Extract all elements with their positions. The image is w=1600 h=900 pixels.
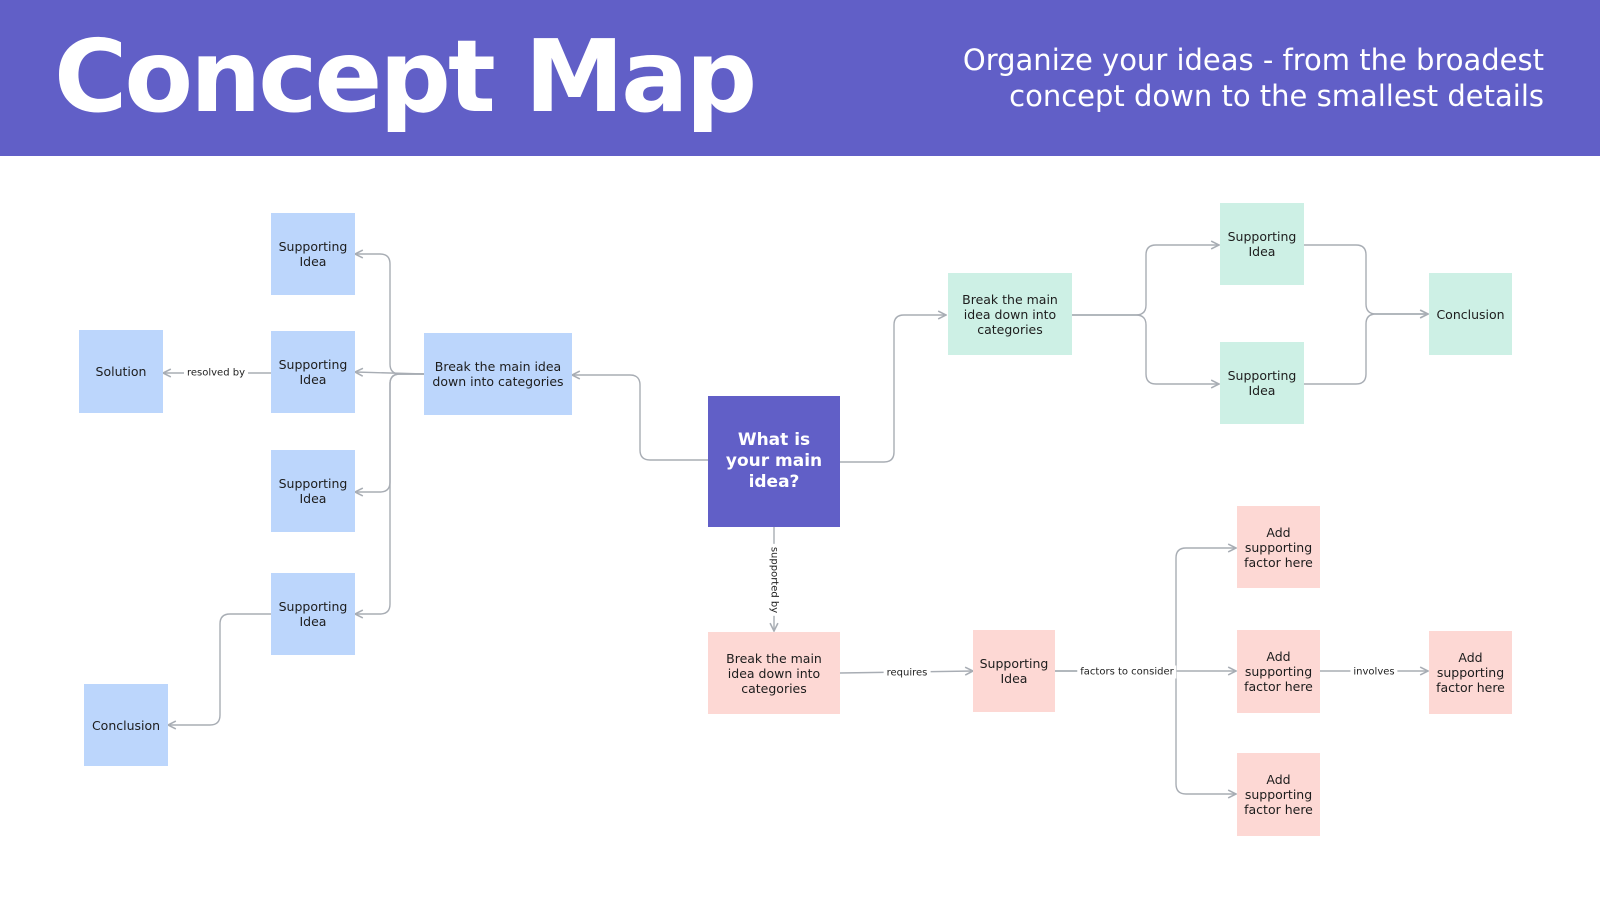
right-support-node-2[interactable]: Supporting Idea	[1220, 342, 1304, 424]
right-category-text: Break the main idea down into categories	[962, 291, 1058, 337]
header-banner: Concept Map Organize your ideas - from t…	[0, 0, 1600, 156]
factor-text-1: Add supporting factor here	[1244, 524, 1313, 570]
connector-main-to-left-category	[572, 375, 708, 461]
main-idea-node[interactable]: What is your main idea?	[708, 396, 840, 527]
edge-label-factors-to-consider: factors to consider	[1077, 665, 1177, 679]
bottom-support-node[interactable]: Supporting Idea	[973, 630, 1055, 712]
subtitle-line-1: Organize your ideas - from the broadest	[962, 43, 1544, 77]
left-category-text: Break the main idea down into categories	[432, 359, 564, 389]
connector-right-category-to-support-2	[1072, 314, 1219, 384]
right-support-text-2: Supporting Idea	[1227, 368, 1297, 398]
left-support-node-1[interactable]: Supporting Idea	[271, 213, 355, 295]
solution-text: Solution	[95, 364, 147, 379]
left-conclusion-text: Conclusion	[91, 717, 161, 733]
left-category-node[interactable]: Break the main idea down into categories	[424, 333, 572, 415]
right-support-text-1: Supporting Idea	[1227, 229, 1297, 259]
bottom-support-text: Supporting Idea	[979, 656, 1049, 686]
left-support-node-2[interactable]: Supporting Idea	[271, 331, 355, 413]
solution-node[interactable]: Solution	[79, 330, 163, 413]
connector-category-to-support-4	[355, 373, 424, 614]
page-title: Concept Map	[54, 18, 757, 135]
connector-right-category-to-support-1	[1072, 245, 1219, 316]
connector-support-to-factor-3	[1175, 671, 1236, 794]
left-support-text-4: Supporting Idea	[278, 599, 348, 629]
connector-support-to-conclusion	[168, 613, 271, 725]
main-idea-text: What is your main idea?	[725, 430, 823, 492]
left-conclusion-node[interactable]: Conclusion	[84, 684, 168, 766]
edge-label-involves: involves	[1350, 665, 1398, 679]
edge-label-requires: requires	[883, 666, 931, 680]
factor-node-2[interactable]: Add supporting factor here	[1237, 630, 1320, 713]
connector-support-to-factor-1	[1055, 548, 1236, 672]
factor-node-4[interactable]: Add supporting factor here	[1429, 631, 1512, 714]
connector-support-2-to-conclusion	[1304, 314, 1428, 385]
factor-text-2: Add supporting factor here	[1244, 649, 1313, 694]
left-support-text-3: Supporting Idea	[278, 476, 348, 506]
factor-text-3: Add supporting factor here	[1244, 772, 1313, 817]
connector-main-to-right-category	[840, 315, 946, 463]
bottom-category-node[interactable]: Break the main idea down into categories	[708, 632, 840, 714]
connector-category-to-support-1	[355, 254, 424, 375]
edge-label-supported-by: supported by	[767, 543, 781, 617]
page-subtitle: Organize your ideas - from the broadest …	[963, 42, 1544, 114]
left-support-node-4[interactable]: Supporting Idea	[271, 573, 355, 655]
right-category-node[interactable]: Break the main idea down into categories	[948, 273, 1072, 355]
factor-node-1[interactable]: Add supporting factor here	[1237, 506, 1320, 588]
subtitle-line-2: concept down to the smallest details	[1009, 79, 1544, 113]
connector-support-1-to-conclusion	[1304, 244, 1428, 314]
bottom-category-text: Break the main idea down into categories	[726, 650, 822, 696]
right-conclusion-text: Conclusion	[1436, 306, 1505, 322]
factor-node-3[interactable]: Add supporting factor here	[1237, 753, 1320, 836]
factor-text-4: Add supporting factor here	[1436, 650, 1505, 695]
right-support-node-1[interactable]: Supporting Idea	[1220, 203, 1304, 285]
left-support-text-2: Supporting Idea	[278, 357, 348, 387]
left-support-node-3[interactable]: Supporting Idea	[271, 450, 355, 532]
edge-label-resolved-by: resolved by	[183, 366, 249, 380]
left-support-text-1: Supporting Idea	[278, 239, 348, 269]
right-conclusion-node[interactable]: Conclusion	[1429, 273, 1512, 355]
